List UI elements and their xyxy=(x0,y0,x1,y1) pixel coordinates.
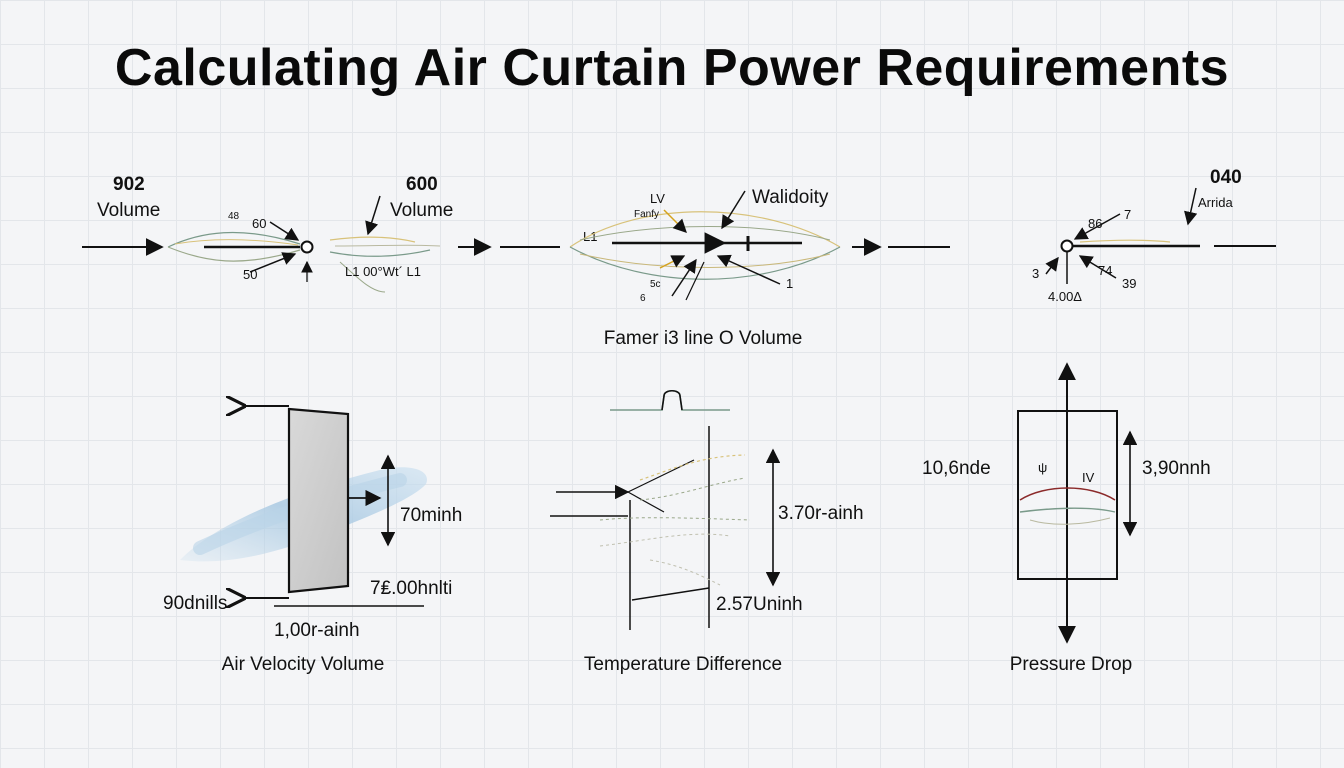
streamline xyxy=(339,261,386,293)
gradient-streamline xyxy=(639,477,746,501)
label-lv: LV xyxy=(650,191,665,206)
panel2-label-lower: 2.57Uninh xyxy=(716,594,803,615)
diagram-title: Calculating Air Curtain Power Requiremen… xyxy=(114,39,1230,97)
streamline xyxy=(329,249,431,257)
pressure-curve xyxy=(1029,517,1111,525)
air-curtain-panel xyxy=(287,407,350,594)
small-label: 74 xyxy=(1098,263,1112,278)
probe-outline xyxy=(661,389,683,411)
panel-air-velocity: 70minh 7₤.00hnlti 90dnills 1,00r-ainh Ai… xyxy=(163,406,462,675)
panel2-caption: Temperature Difference xyxy=(584,654,782,675)
small-label: 1 xyxy=(786,276,793,291)
label-l1: L1 xyxy=(583,229,597,244)
small-label: 39 xyxy=(1122,276,1136,291)
pointer-arrow xyxy=(1184,187,1198,226)
small-label: 86 xyxy=(1088,216,1102,231)
label-velocity: Walidoity xyxy=(752,187,829,208)
label-fanfy: Fanfy xyxy=(634,209,659,220)
panel1-caption: Air Velocity Volume xyxy=(222,654,385,675)
streamline xyxy=(174,239,299,246)
small-label: 4.00Δ xyxy=(1048,289,1082,304)
small-label: 5c xyxy=(650,279,661,290)
top-center-group: L1 LV Fanfy Walidoity 5c 6 1 Famer i3 li… xyxy=(500,187,950,349)
streamline xyxy=(1079,239,1171,243)
pressure-curve xyxy=(1019,507,1116,513)
gradient-streamline xyxy=(639,454,746,481)
pointer-arrow xyxy=(1045,256,1059,275)
small-label: 7 xyxy=(1124,207,1131,222)
panel1-label-height: 70minh xyxy=(400,505,462,526)
panel-temperature: 3.70r-ainh 2.57Uninh Temperature Differe… xyxy=(550,389,864,675)
streamline xyxy=(579,226,831,241)
panel-pressure: 10,6nde 3,90nnh IV ψ Pressure Drop xyxy=(922,362,1211,675)
gradient-streamline xyxy=(599,533,731,547)
small-label: 60 xyxy=(252,216,266,231)
gradient-streamline xyxy=(599,517,751,521)
volume-label-b: Volume xyxy=(390,200,453,221)
panel3-label-left: 10,6nde xyxy=(922,458,991,479)
panel1-label-left: 90dnills xyxy=(163,593,227,614)
pointer-arrow xyxy=(721,190,746,230)
small-label: 48 xyxy=(228,211,240,222)
streamline xyxy=(167,246,301,262)
streamline xyxy=(329,236,416,243)
panel2-label-upper: 3.70r-ainh xyxy=(778,503,864,524)
diverge-line xyxy=(627,459,695,493)
small-label: L1 00°Wt´ L1 xyxy=(345,264,421,279)
pointer-line xyxy=(685,261,705,301)
panel3-label-psi: ψ xyxy=(1038,460,1047,475)
panel1-label-top: 7₤.00hnlti xyxy=(370,578,452,599)
pointer-arrow xyxy=(1073,213,1121,240)
pointer-arrow xyxy=(249,252,297,273)
node-circle xyxy=(300,240,314,254)
volume-value-b: 600 xyxy=(406,174,438,195)
diverge-line xyxy=(627,491,665,513)
small-label: 50 xyxy=(243,267,257,282)
streamline xyxy=(569,246,841,280)
small-label: 6 xyxy=(640,293,646,304)
pointer-arrow xyxy=(365,195,381,236)
panel3-label-right: 3,90nnh xyxy=(1142,458,1211,479)
pointer-arrow xyxy=(269,221,300,241)
right-label: Arrida xyxy=(1198,195,1233,210)
pointer-arrow xyxy=(1078,255,1117,279)
pointer-arrow xyxy=(716,254,781,285)
panel3-caption: Pressure Drop xyxy=(1010,654,1133,675)
volume-label-a: Volume xyxy=(97,200,160,221)
yellow-pointer xyxy=(663,209,687,233)
streamline xyxy=(334,244,441,247)
center-caption: Famer i3 line O Volume xyxy=(604,328,803,349)
streamline xyxy=(167,231,301,248)
volume-value-a: 902 xyxy=(113,174,145,195)
base-line xyxy=(631,587,710,601)
pointer-arrow xyxy=(671,258,697,297)
streamline xyxy=(569,211,841,248)
gradient-streamline xyxy=(649,559,721,586)
top-right-group: 040 Arrida 86 7 3 74 39 4.00Δ xyxy=(1032,167,1276,304)
node-circle xyxy=(1060,239,1074,253)
streamline xyxy=(579,253,831,268)
right-value: 040 xyxy=(1210,167,1242,188)
probe-symbol xyxy=(610,389,730,411)
yellow-pointer xyxy=(659,255,686,269)
panel1-label-bottom: 1,00r-ainh xyxy=(274,620,360,641)
panel3-label-iv: IV xyxy=(1082,470,1095,485)
pressure-curve xyxy=(1019,487,1116,501)
top-left-group: 902 Volume 600 Volume 48 60 50 L1 00°Wt´… xyxy=(82,174,492,293)
small-label: 3 xyxy=(1032,266,1039,281)
